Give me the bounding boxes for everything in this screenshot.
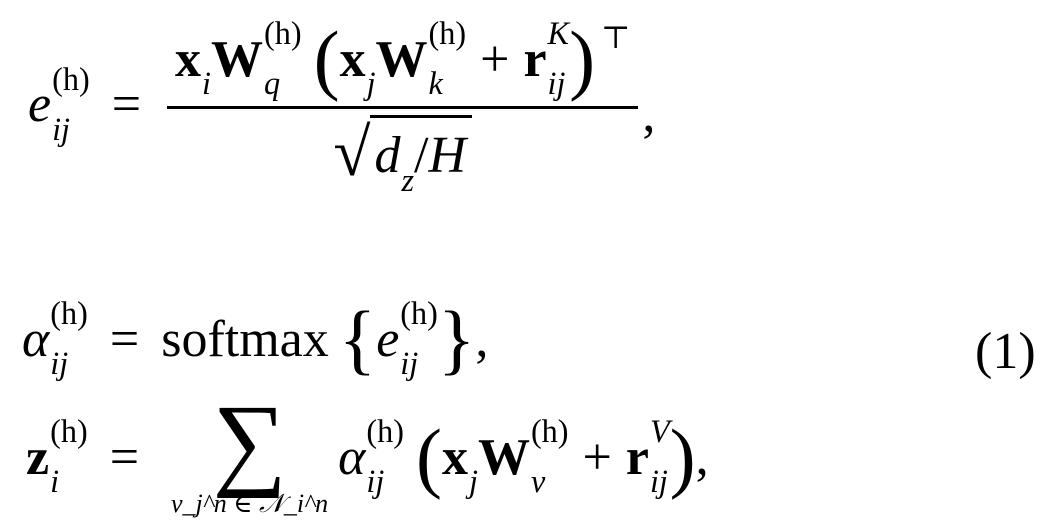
- sup: [367, 17, 376, 51]
- e-scripts: (h) ij: [400, 296, 438, 380]
- left-paren: (: [313, 15, 340, 102]
- slash: /: [414, 127, 429, 185]
- sub: ij: [52, 110, 71, 147]
- w-matrix: W: [477, 428, 530, 486]
- sub: z: [401, 161, 415, 198]
- r-vector: r: [625, 428, 649, 486]
- x-vector: x: [339, 30, 366, 88]
- z-vector: z: [26, 428, 50, 486]
- plus-sign: +: [582, 428, 612, 486]
- z-scripts: (h) i: [50, 415, 88, 499]
- sup: (h): [428, 15, 467, 52]
- sub: k: [428, 65, 443, 101]
- d-scripts: z: [401, 122, 414, 197]
- equals-sign: =: [111, 76, 142, 134]
- sup: (h): [50, 413, 88, 450]
- sub: v: [530, 463, 546, 500]
- e-symbol: e: [28, 76, 52, 134]
- sup: (h): [52, 61, 90, 97]
- right-paren: ): [569, 15, 596, 102]
- equals-sign: =: [109, 428, 140, 486]
- sup: [469, 415, 478, 449]
- sup: [401, 114, 414, 148]
- right-paren: ): [669, 413, 696, 501]
- sub: j: [366, 65, 376, 101]
- sup: V: [649, 413, 670, 450]
- plus-sign: +: [480, 30, 510, 88]
- summation: ∑ v_j^n ∈ 𝒩_i^n: [171, 384, 329, 520]
- softmax-function: softmax: [161, 310, 329, 368]
- alpha-scripts: (h) ij: [50, 296, 88, 380]
- wk-scripts: (h) k: [429, 16, 467, 100]
- comma: ,: [475, 310, 489, 368]
- right-brace: }: [437, 295, 476, 382]
- r-vector: r: [523, 30, 547, 88]
- wq-scripts: (h) q: [264, 16, 302, 100]
- radicand: d z / H: [370, 115, 473, 197]
- sup: (h): [530, 413, 569, 450]
- equation-number: (1): [975, 323, 1036, 380]
- sub: ij: [649, 463, 668, 500]
- w-matrix: W: [375, 30, 428, 88]
- comma: ,: [642, 86, 656, 144]
- sub: i: [50, 463, 60, 500]
- alpha-symbol: α: [338, 428, 366, 486]
- d-symbol: d: [374, 127, 401, 185]
- left-brace: {: [338, 295, 377, 382]
- wv-scripts: (h) v: [531, 415, 569, 499]
- x-scripts: i: [202, 25, 211, 100]
- sup: [202, 17, 211, 51]
- equation-line-aggregation: z (h) i = ∑ v_j^n ∈ 𝒩_i^n α (h) ij ( x j W…: [26, 384, 709, 520]
- sqrt-symbol: √: [333, 114, 371, 190]
- x-vector: x: [441, 428, 468, 486]
- comma: ,: [695, 428, 709, 486]
- sub: ij: [547, 65, 566, 101]
- e-scripts: (h) ij: [52, 62, 90, 146]
- equation-line-softmax: α (h) ij = softmax { e (h) ij } ,: [22, 295, 489, 382]
- sup: (h): [50, 295, 88, 332]
- alpha-symbol: α: [22, 310, 50, 368]
- w-matrix: W: [210, 30, 263, 88]
- sub: i: [202, 65, 211, 101]
- denominator: √ d z / H: [333, 109, 473, 197]
- sub: q: [263, 65, 281, 101]
- equals-sign: =: [109, 310, 140, 368]
- sub: ij: [400, 345, 419, 381]
- h-symbol: H: [428, 127, 467, 185]
- sup: K: [547, 15, 570, 52]
- fraction-bar: [167, 106, 639, 109]
- sub: ij: [366, 463, 385, 500]
- x-vector: x: [175, 30, 202, 88]
- sum-symbol: ∑: [212, 384, 287, 499]
- sum-index: v_j^n ∈ 𝒩_i^n: [171, 488, 329, 518]
- xj-scripts: j: [469, 423, 478, 498]
- sup: (h): [263, 15, 302, 52]
- sup: (h): [400, 295, 438, 332]
- e-symbol: e: [376, 310, 400, 368]
- sub: j: [468, 463, 478, 500]
- xj-scripts: j: [367, 25, 376, 100]
- left-paren: (: [416, 413, 442, 501]
- sup: (h): [366, 413, 404, 450]
- alpha-scripts: (h) ij: [366, 415, 404, 499]
- transpose-symbol: ⊤: [601, 20, 631, 55]
- sub: ij: [50, 345, 69, 381]
